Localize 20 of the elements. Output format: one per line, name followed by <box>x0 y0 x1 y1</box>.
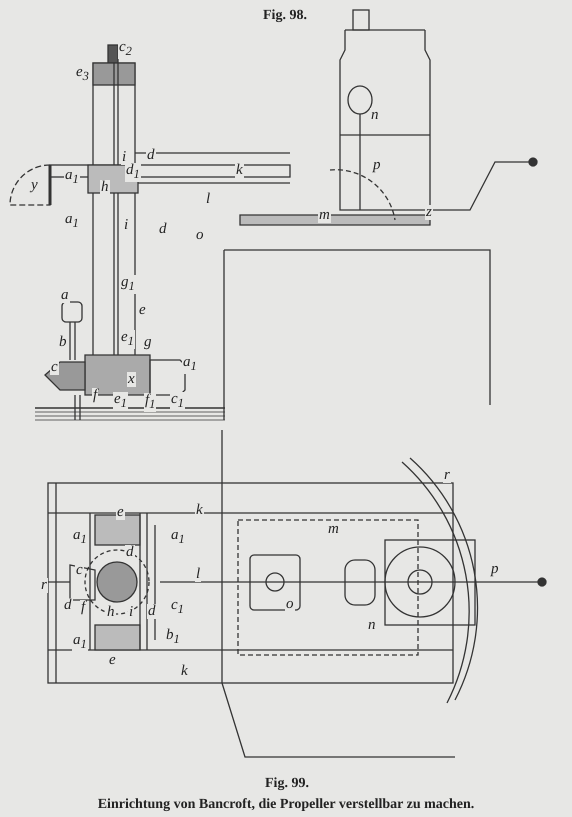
figure-number: Fig. 98. <box>263 8 307 24</box>
callout-letter: h <box>100 180 110 195</box>
callout-letter: d$_{1}$ <box>125 163 141 182</box>
callout-letter: i <box>121 150 128 165</box>
callout-letter: f <box>80 600 86 615</box>
callout-letter: r <box>40 578 48 593</box>
callout-letter: l <box>195 567 202 582</box>
callout-letter: k <box>235 163 244 178</box>
callout-letter: e$_{1}$ <box>113 392 128 411</box>
figure-number: Fig. 99. <box>265 776 309 792</box>
callout-letter: g$_{1}$ <box>120 275 136 294</box>
callout-letter: f$_{1}$ <box>144 393 156 412</box>
callout-letter: c$_{1}$ <box>170 392 185 411</box>
callout-letter: e$_{1}$ <box>120 330 135 349</box>
callout-letter: x <box>127 372 136 387</box>
callout-letter: f <box>92 388 98 403</box>
callout-letter: d <box>147 604 156 619</box>
callout-letter: z <box>425 205 433 220</box>
figure-caption: Einrichtung von Bancroft, die Propeller verstellbar zu machen. <box>96 797 476 813</box>
callout-letter: c <box>50 360 59 375</box>
